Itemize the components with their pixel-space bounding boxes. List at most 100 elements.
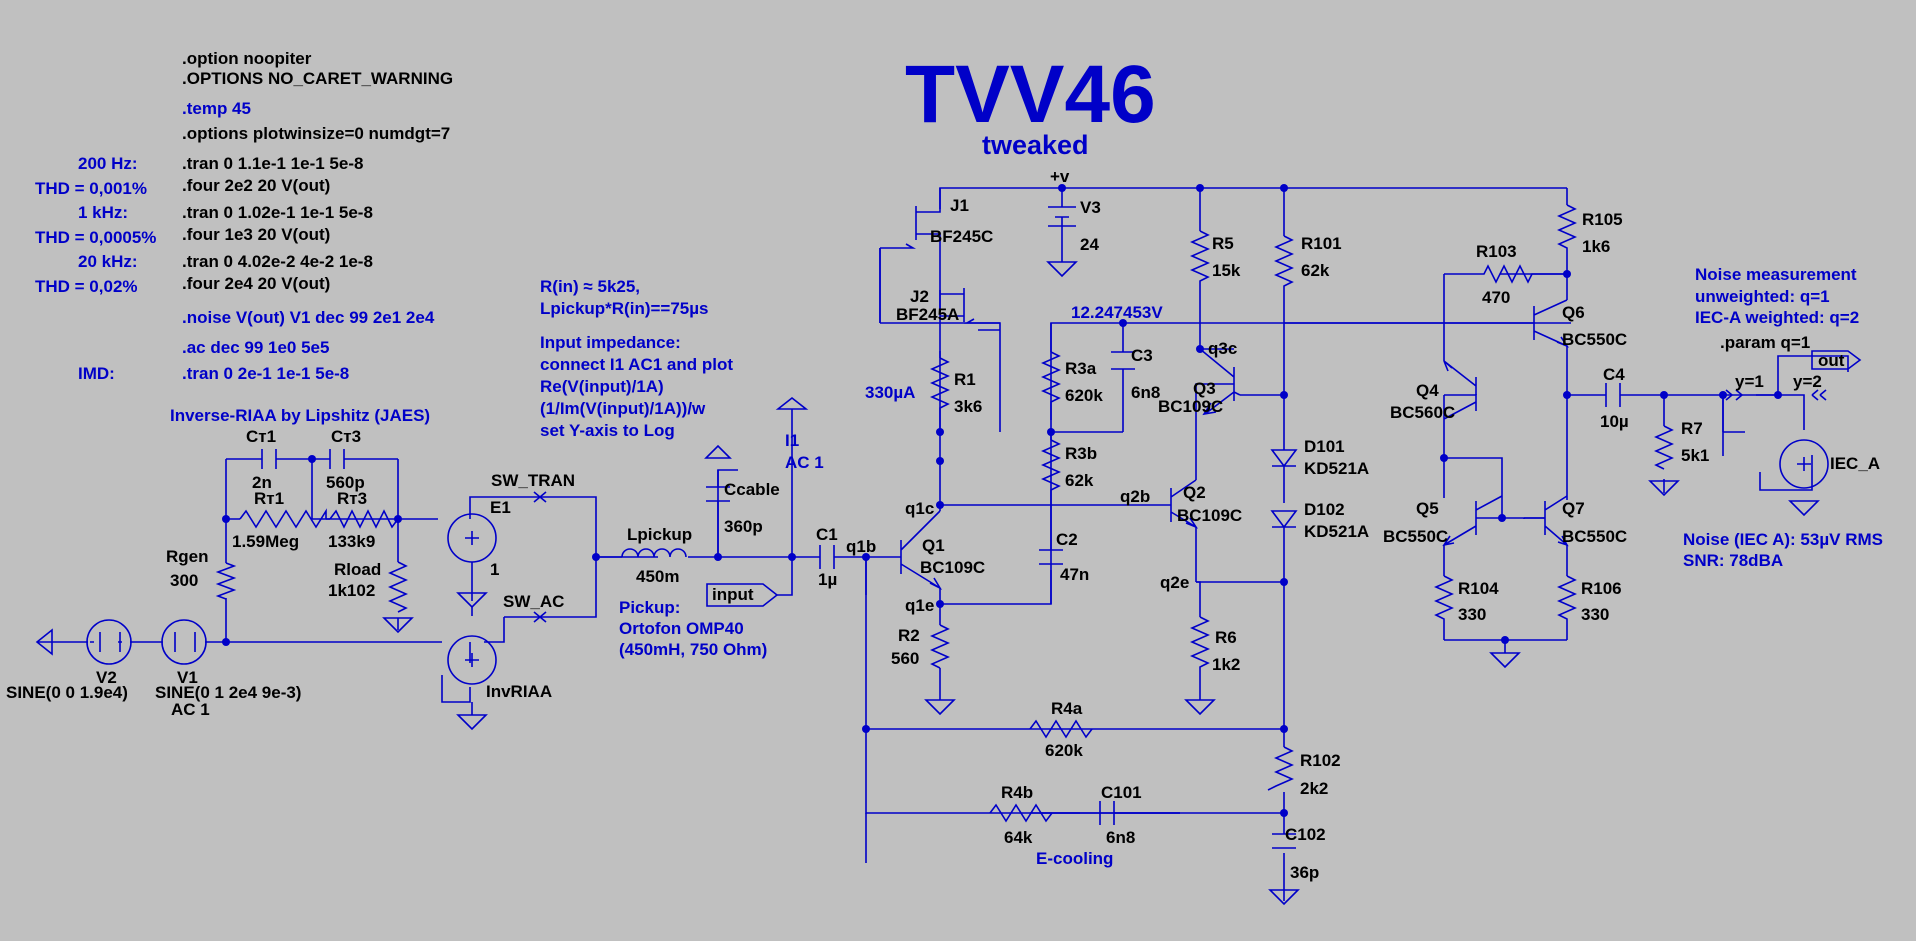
label-r3a-value: 620k	[1065, 386, 1103, 405]
label-c102-value: 36p	[1290, 863, 1319, 882]
label-rgen: Rgen	[166, 547, 209, 566]
directive: .option noopiter	[182, 49, 312, 68]
junctions	[222, 184, 1782, 817]
source-v2	[86, 619, 132, 665]
label-rload: Rload	[334, 560, 381, 579]
label-q4: Q4	[1416, 381, 1439, 400]
label-rt3-value: 133k9	[328, 532, 375, 551]
label-j1-value: BF245C	[930, 227, 993, 246]
label-ct3: Cт3	[331, 427, 361, 446]
diode-d101	[1270, 449, 1298, 474]
label-c4: C4	[1603, 365, 1625, 384]
source-v1	[161, 619, 207, 665]
directive: .ac dec 99 1e0 5e5	[182, 338, 329, 357]
label-r7-value: 5k1	[1681, 446, 1709, 465]
resistors	[215, 204, 1674, 823]
label-r4a-value: 620k	[1045, 741, 1083, 760]
label-d102: D102	[1304, 500, 1345, 519]
label-c1: C1	[816, 525, 838, 544]
label-param: .param q=1	[1720, 333, 1810, 352]
label-v1-ac: AC 1	[171, 700, 210, 719]
label-i1: I1	[785, 431, 799, 450]
label-r103-value: 470	[1482, 288, 1510, 307]
schematic-subtitle: tweaked	[982, 130, 1089, 160]
note-noise-result: Noise (IEC A): 53µV RMS	[1683, 530, 1883, 549]
grounds	[35, 261, 1820, 906]
component-labels: Cт1 2n Cт3 560p Rт1 1.59Meg Rт3 133k9 Rg…	[6, 167, 1880, 882]
label-q6: Q6	[1562, 303, 1585, 322]
note-current: 330µA	[865, 383, 915, 402]
note-thd: THD = 0,001%	[35, 179, 147, 198]
resistor-rload	[388, 561, 408, 613]
capacitors	[261, 351, 1634, 849]
resistor-r4a	[1029, 719, 1093, 739]
note-freq: 1 kHz:	[78, 203, 128, 222]
current-source-i1	[775, 396, 809, 487]
label-r101-value: 62k	[1301, 261, 1330, 280]
note-rin: Lpickup*R(in)==75µs	[540, 299, 709, 318]
jfet-j2	[940, 288, 1000, 324]
label-c2-value: 47n	[1060, 565, 1089, 584]
note-impedance: connect I1 AC1 and plot	[540, 355, 733, 374]
schematic-title: TVV46	[905, 49, 1156, 140]
label-r104-value: 330	[1458, 605, 1486, 624]
label-r4b: R4b	[1001, 783, 1033, 802]
label-q1: Q1	[922, 536, 945, 555]
label-r101: R101	[1301, 234, 1342, 253]
label-q7: Q7	[1562, 499, 1585, 518]
resistor-r104	[1434, 575, 1454, 620]
capacitor-c102	[1272, 833, 1296, 849]
resistor-rgen	[215, 562, 237, 600]
label-q2: Q2	[1183, 483, 1206, 502]
transistor-q4	[1443, 360, 1477, 420]
label-r3b: R3b	[1065, 444, 1097, 463]
thd-notes: 200 Hz: THD = 0,001% 1 kHz: THD = 0,0005…	[35, 154, 156, 383]
directive: .tran 0 2e-1 1e-1 5e-8	[182, 364, 349, 383]
note-noise: IEC-A weighted: q=2	[1695, 308, 1859, 327]
label-r6-value: 1k2	[1212, 655, 1240, 674]
label-q5: Q5	[1416, 499, 1439, 518]
label-d101-value: KD521A	[1304, 459, 1369, 478]
out-flag	[1811, 350, 1862, 370]
note-impedance: (1/Im(V(input)/1A))/w	[540, 399, 706, 418]
note-noise: unweighted: q=1	[1695, 287, 1830, 306]
switch-flags	[533, 350, 1862, 623]
label-y2: y=2	[1793, 372, 1822, 391]
label-e1: E1	[490, 498, 511, 517]
note-rin: R(in) ≈ 5k25,	[540, 277, 640, 296]
label-r106-value: 330	[1581, 605, 1609, 624]
label-q5-value: BC550C	[1383, 527, 1448, 546]
label-input: input	[712, 585, 754, 604]
label-sw-ac: SW_AC	[503, 592, 564, 611]
resistor-r3a	[1041, 351, 1061, 410]
label-q6-value: BC550C	[1562, 330, 1627, 349]
note-thd: THD = 0,0005%	[35, 228, 156, 247]
label-r2-value: 560	[891, 649, 919, 668]
label-q1-value: BC109C	[920, 558, 985, 577]
transistor-q3	[1199, 348, 1241, 416]
note-riaa: Inverse-RIAA by Lipshitz (JAES)	[170, 406, 430, 425]
label-q3-value: BC109C	[1158, 397, 1223, 416]
capacitor-c1	[819, 545, 835, 569]
resistor-r2	[930, 624, 950, 669]
label-v3: V3	[1080, 198, 1101, 217]
directive: .four 2e4 20 V(out)	[182, 274, 330, 293]
label-r3a: R3a	[1065, 359, 1097, 378]
transistors	[879, 188, 1570, 590]
directive: .four 2e2 20 V(out)	[182, 176, 330, 195]
label-r105: R105	[1582, 210, 1623, 229]
directive: .temp 45	[182, 99, 251, 118]
label-lpickup-value: 450m	[636, 567, 679, 586]
resistor-r6	[1190, 616, 1210, 674]
switch-tran	[533, 491, 547, 503]
label-rt1-value: 1.59Meg	[232, 532, 299, 551]
label-j1: J1	[950, 196, 969, 215]
transistor-q6	[1284, 299, 1570, 348]
diodes	[1270, 449, 1298, 529]
label-r1: R1	[954, 370, 976, 389]
label-v1: V1	[177, 668, 198, 687]
label-lpickup: Lpickup	[627, 525, 692, 544]
transistor-q5	[1442, 495, 1503, 547]
y1-switch	[1725, 389, 1743, 401]
label-j2-value: BF245A	[896, 305, 959, 324]
